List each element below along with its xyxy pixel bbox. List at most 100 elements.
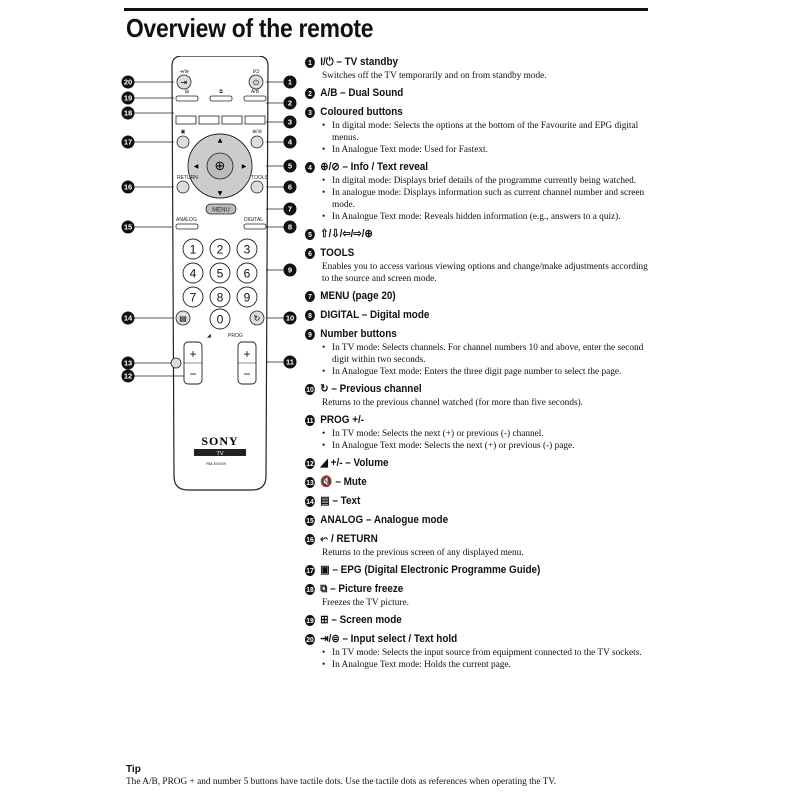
callout-badge-9: 9 <box>283 263 297 277</box>
number-key-label: 0 <box>217 313 224 327</box>
number-key-5[interactable]: 5 <box>209 262 231 284</box>
callout-badge-15: 15 <box>121 220 135 234</box>
item-4: 4⊕/⊘ – Info / Text revealIn digital mode… <box>305 161 650 223</box>
screen-mode-button[interactable] <box>175 95 199 102</box>
item-heading-text: 🔇 – Mute <box>320 476 367 488</box>
item-heading: 11 PROG +/- <box>305 414 616 428</box>
screen-mode-icon: ⊞ <box>185 89 189 95</box>
number-key-3[interactable]: 3 <box>236 238 258 260</box>
callout-number: 20 <box>124 78 132 87</box>
callout-number: 1 <box>288 78 292 87</box>
number-key-4[interactable]: 4 <box>182 262 204 284</box>
item-number-badge: 17 <box>305 565 315 576</box>
item-20: 20⇥/⊜ – Input select / Text holdIn TV mo… <box>305 633 650 671</box>
item-bullets: In TV mode: Selects channels. For channe… <box>305 342 650 378</box>
item-bullet: In TV mode: Selects the next (+) or prev… <box>322 428 650 440</box>
input-select-button[interactable]: ⇥ <box>176 74 192 90</box>
item-number-badge: 14 <box>305 496 315 507</box>
previous-channel-button[interactable]: ↻ <box>249 310 265 326</box>
prog-rocker[interactable]: + − <box>237 341 257 385</box>
item-heading-text: MENU (page 20) <box>320 290 396 302</box>
number-key-0[interactable]: 0 <box>209 308 231 330</box>
info-button[interactable] <box>250 135 264 149</box>
svg-text:▶: ▶ <box>242 163 247 170</box>
number-key-8[interactable]: 8 <box>209 286 231 308</box>
standby-button[interactable]: ⏻ <box>248 74 264 90</box>
item-bullet: In TV mode: Selects the input source fro… <box>322 647 650 659</box>
callout-number: 13 <box>124 359 132 368</box>
digital-button[interactable] <box>243 223 267 230</box>
volume-minus: − <box>189 367 196 381</box>
epg-button[interactable] <box>176 135 190 149</box>
number-key-2[interactable]: 2 <box>209 238 231 260</box>
number-key-6[interactable]: 6 <box>236 262 258 284</box>
menu-button[interactable]: MENU <box>205 203 237 215</box>
item-heading: 19⊞ – Screen mode <box>305 614 616 628</box>
analog-button[interactable] <box>175 223 199 230</box>
navigation-pad[interactable]: ⊕ ▲ ▼ ◀ ▶ <box>187 133 253 199</box>
item-heading-text: ⊕/⊘ – Info / Text reveal <box>320 161 429 173</box>
callout-badge-14: 14 <box>121 311 135 325</box>
item-number-badge: 16 <box>305 534 315 545</box>
svg-text:⏻: ⏻ <box>253 79 259 87</box>
colour-button-3[interactable] <box>221 115 243 125</box>
number-key-label: 8 <box>217 291 224 305</box>
callout-number: 14 <box>124 314 133 323</box>
callout-number: 18 <box>124 109 132 118</box>
item-bullet: In Analogue Text mode: Used for Fastext. <box>322 144 650 156</box>
callout-badge-5: 5 <box>283 159 297 173</box>
volume-rocker[interactable]: + − <box>183 341 203 385</box>
freeze-icon: ⧉ <box>219 89 223 95</box>
title-rule <box>124 8 648 11</box>
dual-sound-button[interactable] <box>243 95 267 102</box>
item-number-badge: 10 <box>305 384 315 395</box>
colour-button-1[interactable] <box>175 115 197 125</box>
number-key-9[interactable]: 9 <box>236 286 258 308</box>
callout-badge-11: 11 <box>283 355 297 369</box>
item-bullet: In Analogue Text mode: Reveals hidden in… <box>322 211 650 223</box>
item-5: 5⇧/⇩/⇦/⇨/⊕ <box>305 228 650 242</box>
callout-number: 19 <box>124 94 132 103</box>
item-number-badge: 11 <box>305 415 315 426</box>
item-heading-text: PROG +/- <box>320 414 365 426</box>
prog-label: PROG <box>228 333 243 339</box>
text-button[interactable]: ▤ <box>175 310 191 326</box>
item-14: 14▤ – Text <box>305 495 650 509</box>
item-heading-text: ⊞ – Screen mode <box>320 614 402 626</box>
item-13: 13🔇 – Mute <box>305 476 650 490</box>
return-button[interactable] <box>176 180 190 194</box>
number-key-7[interactable]: 7 <box>182 286 204 308</box>
callout-badge-16: 16 <box>121 180 135 194</box>
colour-button-2[interactable] <box>198 115 220 125</box>
callout-number: 9 <box>288 266 292 275</box>
item-heading-text: Number buttons <box>320 328 397 340</box>
svg-text:⊕: ⊕ <box>215 159 226 174</box>
callout-number: 6 <box>288 183 292 192</box>
picture-freeze-button[interactable] <box>209 95 233 102</box>
item-description: Returns to the previous screen of any di… <box>322 547 524 558</box>
item-heading: 5⇧/⇩/⇦/⇨/⊕ <box>305 228 616 242</box>
item-description: Enables you to access various viewing op… <box>322 261 648 284</box>
mute-button[interactable] <box>170 357 182 369</box>
model-number: RM-ED009 <box>206 461 227 466</box>
item-number-badge: 18 <box>305 584 315 595</box>
item-heading: 16⬿ / RETURN <box>305 533 616 547</box>
item-heading: 12◢ +/- – Volume <box>305 457 616 471</box>
tools-button[interactable] <box>250 180 264 194</box>
callout-number: 11 <box>286 358 294 367</box>
coloured-buttons <box>175 115 266 125</box>
item-number-badge: 5 <box>305 229 315 240</box>
item-heading-text: ▣ – EPG (Digital Electronic Programme Gu… <box>320 564 541 576</box>
callout-number: 16 <box>124 183 132 192</box>
number-key-label: 7 <box>190 291 197 305</box>
number-key-1[interactable]: 1 <box>182 238 204 260</box>
colour-button-4[interactable] <box>244 115 266 125</box>
item-heading: 10↻ – Previous channel <box>305 383 616 397</box>
